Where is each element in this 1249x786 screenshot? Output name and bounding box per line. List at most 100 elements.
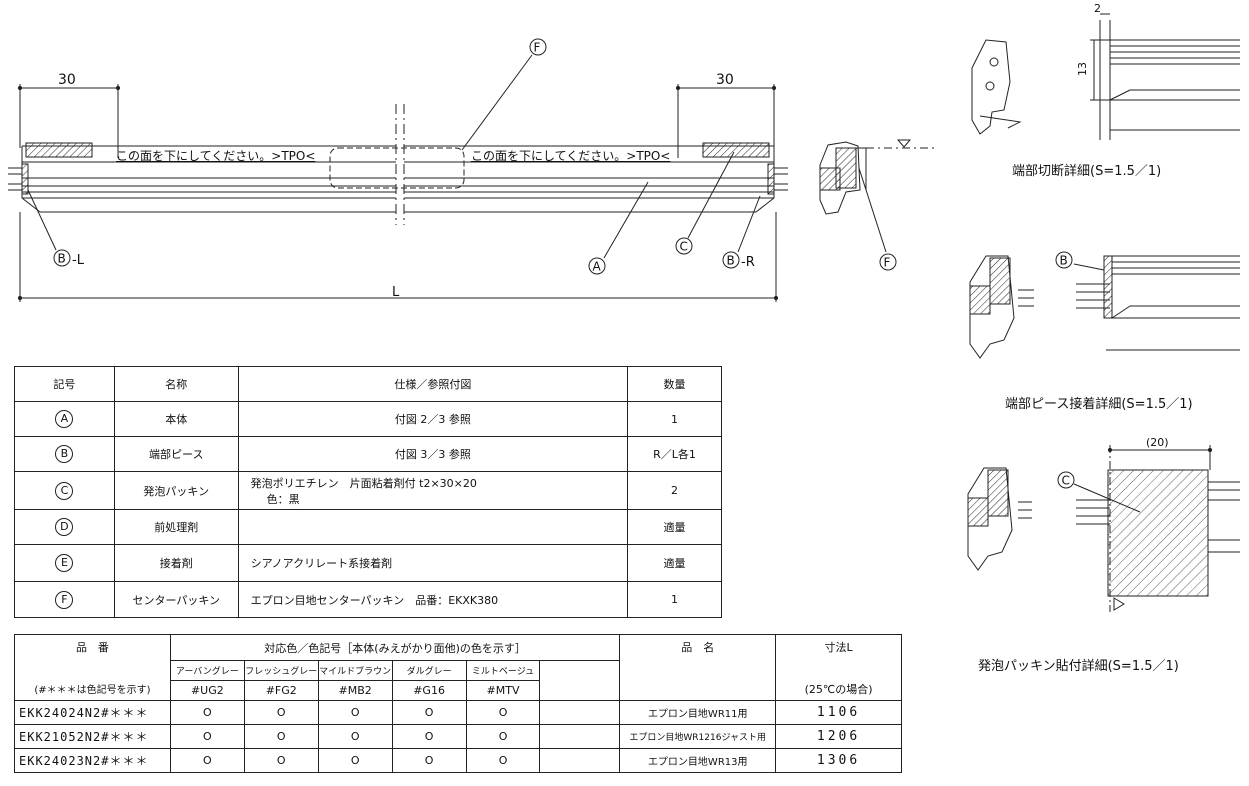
symbol-circle: F (55, 590, 74, 609)
color-mark: O (465, 700, 541, 725)
callout-C: C (680, 240, 688, 254)
name-header: 品 名 (619, 634, 777, 701)
product-name: エプロン目地WR13用 (619, 748, 777, 773)
color-name: フレッシュグレー (243, 660, 319, 681)
spec-header-spec: 仕様／参照付図 (237, 366, 629, 402)
detail-end-cut (971, 13, 1240, 140)
bar-label-right: この面を下にしてください。>TPO< (471, 149, 670, 163)
detail-foam-pad (967, 445, 1240, 612)
color-mark: O (243, 700, 319, 725)
color-mark: O (169, 700, 245, 725)
table-row: D 前処理剤 適量 (14, 509, 722, 545)
product-name: エプロン目地WR1216ジャスト用 (619, 724, 777, 749)
detail-end-piece (969, 251, 1240, 359)
part-spec-color: 色：黒 (266, 492, 300, 506)
part-spec: シアノアクリレート系接着剤 (237, 544, 629, 582)
part-spec: エプロン目地センターパッキン 品番：EKXK380 (237, 581, 629, 618)
color-code: #FG2 (243, 680, 319, 701)
size-header-cell: 寸法L (25℃の場合) (775, 634, 902, 701)
product-code: EKK24024N2#＊＊＊ (14, 700, 171, 725)
size-note: (25℃の場合) (804, 683, 873, 696)
hinban-note: (#＊＊＊は色記号を示す) (34, 685, 151, 696)
callout-A: A (593, 260, 602, 274)
symbol-circle: C (55, 481, 74, 500)
hinban-header: 品 番 (75, 641, 109, 654)
spec-header-qty: 数量 (627, 366, 722, 402)
detail3-caption: 発泡パッキン貼付詳細(S=1.5／1) (978, 658, 1179, 674)
symbol-circle: E (55, 554, 74, 572)
callout-F-top: F (534, 41, 541, 55)
color-mark: O (169, 748, 245, 773)
product-name: エプロン目地WR11用 (619, 700, 777, 725)
spec-header-name: 名称 (113, 366, 239, 402)
foam-pad-right (702, 142, 770, 158)
table-row: EKK21052N2#＊＊＊ O O O O O エプロン目地WR1216ジャス… (14, 724, 902, 749)
color-mark: O (465, 724, 541, 749)
part-name: 本体 (113, 401, 239, 437)
detail2-callout: B (1060, 254, 1068, 268)
product-size: 1106 (775, 700, 902, 725)
part-qty: 1 (627, 401, 722, 437)
dim-L-label: L (392, 285, 400, 300)
colors-header: 対応色／色記号［本体(みえがかり面他)の色を示す］ (169, 634, 621, 661)
color-name: ミルトベージュ (465, 660, 541, 681)
product-table: 品 番 (#＊＊＊は色記号を示す) 対応色／色記号［本体(みえがかり面他)の色を… (14, 634, 902, 773)
end-piece-left (21, 163, 29, 195)
detail2-caption: 端部ピース接着詳細(S=1.5／1) (1005, 396, 1193, 412)
callout-F-side: F (884, 256, 891, 270)
main-bar (8, 104, 788, 225)
part-name: センターパッキン (113, 581, 239, 618)
detail1-dim-side: 13 (1076, 62, 1089, 76)
symbol-circle: A (55, 410, 74, 428)
product-size: 1206 (775, 724, 902, 749)
detail3-dim-top: (20) (1146, 436, 1169, 449)
color-name: アーバングレー (169, 660, 245, 681)
part-name: 接着剤 (113, 544, 239, 582)
callout-B-right: B (727, 254, 735, 268)
end-piece-right (767, 163, 775, 195)
product-code: EKK21052N2#＊＊＊ (14, 724, 171, 749)
part-spec: 発泡ポリエチレン 片面粘着剤付 t2×30×20 (250, 476, 477, 490)
dim-left (17, 84, 121, 158)
callout-circles (53, 38, 897, 275)
symbol-circle: D (55, 518, 74, 536)
dim-overall (17, 212, 779, 302)
empty-cell (539, 724, 621, 749)
table-row: C 発泡パッキン 発泡ポリエチレン 片面粘着剤付 t2×30×20 色：黒 2 (14, 471, 722, 510)
color-code: #MB2 (317, 680, 393, 701)
table-row: E 接着剤 シアノアクリレート系接着剤 適量 (14, 544, 722, 582)
spec-header-symbol: 記号 (14, 366, 115, 402)
part-qty: 適量 (627, 509, 722, 545)
color-code: #UG2 (169, 680, 245, 701)
callout-B-right-suffix: -R (741, 255, 755, 270)
part-name: 端部ピース (113, 436, 239, 472)
table-row: B 端部ピース 付図 3／3 参照 R／L各1 (14, 436, 722, 472)
part-name: 前処理剤 (113, 509, 239, 545)
callout-B-left-suffix: -L (72, 253, 85, 268)
leader-lines (27, 54, 887, 259)
spec-table: 記号 名称 仕様／参照付図 数量 A 本体 付図 2／3 参照 1 B 端部ピー… (14, 366, 722, 618)
color-code: #MTV (465, 680, 541, 701)
color-mark: O (391, 700, 467, 725)
color-mark: O (391, 724, 467, 749)
part-qty: 適量 (627, 544, 722, 582)
part-name: 発泡パッキン (113, 471, 239, 510)
part-spec (237, 509, 629, 545)
product-code: EKK24023N2#＊＊＊ (14, 748, 171, 773)
empty-cell (539, 660, 621, 701)
color-mark: O (317, 700, 393, 725)
bar-label-left: この面を下にしてください。>TPO< (116, 149, 315, 163)
color-name: ダルグレー (391, 660, 467, 681)
hinban-header-cell: 品 番 (#＊＊＊は色記号を示す) (14, 634, 171, 701)
callout-B-left: B (58, 252, 66, 266)
foam-pad-left (25, 142, 93, 158)
color-mark: O (391, 748, 467, 773)
product-size: 1306 (775, 748, 902, 773)
part-spec: 付図 2／3 参照 (237, 401, 629, 437)
table-row: EKK24023N2#＊＊＊ O O O O O エプロン目地WR13用 130… (14, 748, 902, 773)
empty-cell (539, 748, 621, 773)
color-mark: O (317, 724, 393, 749)
part-qty: R／L各1 (627, 436, 722, 472)
table-row: A 本体 付図 2／3 参照 1 (14, 401, 722, 437)
